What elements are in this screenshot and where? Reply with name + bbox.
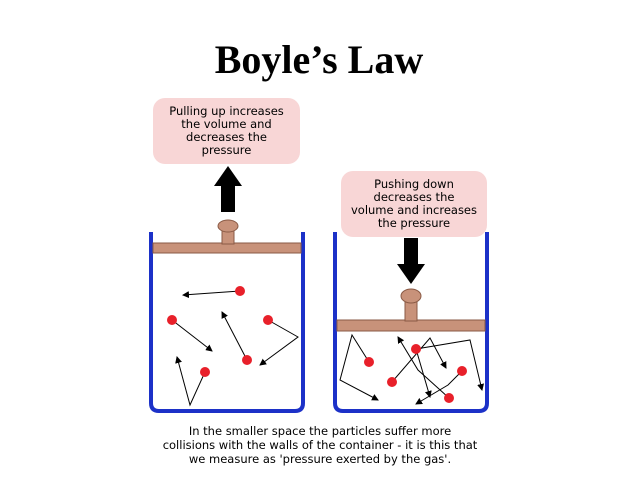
motion-arrow	[182, 290, 241, 299]
right-particle-paths	[339, 333, 485, 405]
gas-particle	[411, 344, 421, 354]
down-arrow-icon	[397, 238, 425, 284]
gas-particle	[242, 355, 252, 365]
left-container	[149, 232, 305, 413]
gas-particle	[364, 357, 374, 367]
gas-particle	[200, 367, 210, 377]
motion-arrow	[171, 319, 213, 352]
diagram-caption: In the smaller space the particles suffe…	[162, 424, 478, 466]
right-particles	[364, 344, 467, 403]
left-particle-paths	[171, 290, 299, 407]
left-piston-knob	[217, 219, 239, 233]
gas-particle	[235, 286, 245, 296]
motion-arrow	[259, 319, 299, 366]
right-container	[333, 232, 489, 413]
motion-arrow	[391, 337, 447, 383]
motion-arrow	[339, 333, 379, 401]
right-piston	[336, 288, 486, 332]
right-piston-plate	[336, 319, 486, 332]
gas-particle	[387, 377, 397, 387]
right-piston-knob	[400, 288, 422, 304]
push-down-callout: Pushing down decreases the volume and in…	[341, 171, 487, 237]
gas-particle	[167, 315, 177, 325]
motion-arrow	[175, 356, 206, 407]
left-particles	[167, 286, 273, 377]
pull-up-callout: Pulling up increases the volume and decr…	[153, 98, 300, 164]
up-arrow-icon	[214, 166, 242, 212]
pull-up-callout-text: Pulling up increases the volume and decr…	[169, 104, 284, 157]
right-piston-rod	[404, 301, 418, 322]
motion-arrow	[415, 370, 463, 405]
gas-particle	[263, 315, 273, 325]
gas-particle	[457, 366, 467, 376]
slide-title: Boyle’s Law	[214, 37, 424, 82]
right-container-walls	[333, 232, 489, 413]
left-container-walls	[149, 232, 305, 413]
motion-arrow	[221, 311, 248, 361]
motion-arrow	[415, 348, 432, 398]
gas-particle	[444, 393, 454, 403]
push-down-callout-text: Pushing down decreases the volume and in…	[350, 177, 477, 230]
motion-arrow	[397, 336, 450, 399]
motion-arrow	[415, 339, 485, 391]
left-piston	[152, 219, 302, 254]
